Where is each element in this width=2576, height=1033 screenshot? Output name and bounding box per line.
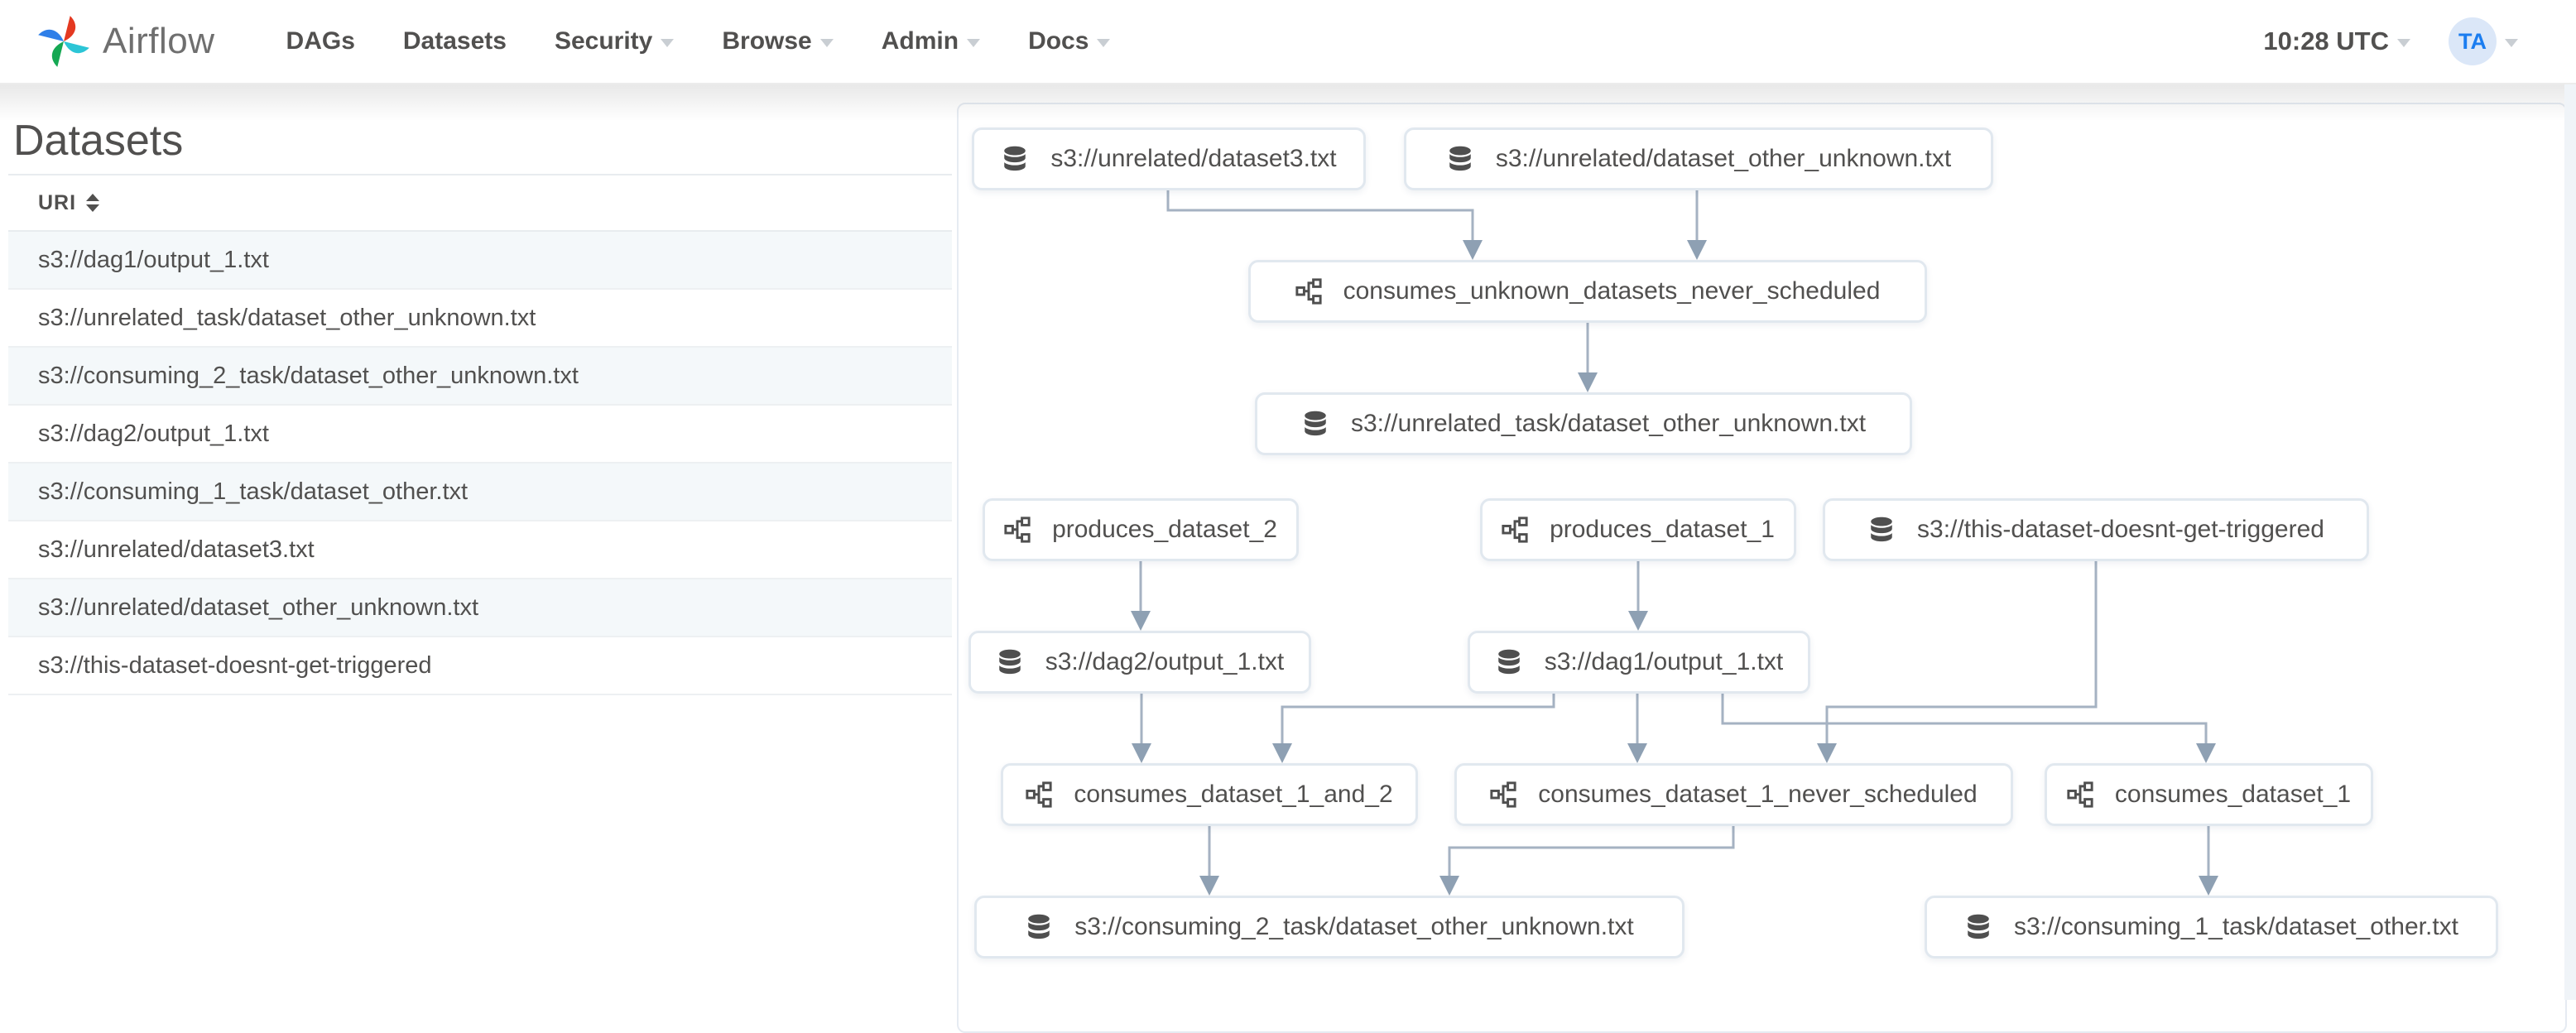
graph-node-label: consumes_dataset_1 <box>2114 781 2352 808</box>
nav-item-admin[interactable]: Admin <box>882 27 981 55</box>
table-row[interactable]: s3://dag2/output_1.txt <box>8 406 952 464</box>
nav-item-datasets[interactable]: Datasets <box>402 27 507 55</box>
database-icon <box>998 649 1021 675</box>
airflow-logo-icon <box>38 16 89 67</box>
graph-node-dag2_output[interactable]: s3://dag2/output_1.txt <box>968 631 1311 694</box>
graph-edges <box>1131 190 2218 896</box>
dag-icon <box>1004 516 1031 543</box>
uri-cell: s3://consuming_2_task/dataset_other_unkn… <box>38 362 579 389</box>
graph-node-consumes_dataset_1[interactable]: consumes_dataset_1 <box>2045 763 2373 826</box>
graph-node-label: s3://dag1/output_1.txt <box>1544 648 1784 675</box>
graph-node-label: s3://this-dataset-doesnt-get-triggered <box>1917 516 2324 543</box>
nav-item-dags[interactable]: DAGs <box>286 27 355 55</box>
graph-node-produces_dataset_1[interactable]: produces_dataset_1 <box>1480 498 1796 561</box>
graph-node-label: s3://consuming_1_task/dataset_other.txt <box>2014 913 2458 940</box>
clock-label: 10:28 UTC <box>2263 26 2389 55</box>
datasets-graph-card: s3://unrelated/dataset3.txt s3://unrelat… <box>957 103 2567 1033</box>
chevron-down-icon <box>2397 39 2410 47</box>
database-icon <box>1871 516 1892 542</box>
page-title: Datasets <box>13 117 184 165</box>
graph-node-consumes_dataset_1_and_2[interactable]: consumes_dataset_1_and_2 <box>1001 763 1418 826</box>
database-icon <box>1028 914 1050 939</box>
graph-node-label: produces_dataset_1 <box>1550 516 1775 543</box>
table-row[interactable]: s3://this-dataset-doesnt-get-triggered <box>8 637 952 695</box>
avatar[interactable]: TA <box>2449 17 2497 65</box>
database-icon <box>1497 649 1520 675</box>
graph-node-label: consumes_dataset_1_and_2 <box>1074 781 1393 808</box>
dag-icon <box>1502 516 1528 543</box>
scrollbar-track[interactable] <box>2564 83 2576 1000</box>
chevron-down-icon[interactable] <box>2505 39 2518 47</box>
chevron-down-icon <box>967 39 981 47</box>
nav-item-browse[interactable]: Browse <box>722 27 834 55</box>
table-body: s3://dag1/output_1.txt s3://unrelated_tas… <box>8 232 952 695</box>
table-row[interactable]: s3://unrelated/dataset3.txt <box>8 521 952 579</box>
nav-item-docs[interactable]: Docs <box>1028 27 1111 55</box>
table-row[interactable]: s3://unrelated_task/dataset_other_unknow… <box>8 290 952 348</box>
graph-node-unrelated_dataset3[interactable]: s3://unrelated/dataset3.txt <box>972 127 1366 190</box>
nav-menu: DAGs Datasets Security Browse Admin Docs <box>286 27 1159 55</box>
uri-cell: s3://unrelated/dataset3.txt <box>38 536 315 563</box>
uri-cell: s3://dag1/output_1.txt <box>38 246 269 273</box>
graph-edge-dag1_output-to-consumes_dataset_1_and_2 <box>1272 694 1555 763</box>
table-row[interactable]: s3://consuming_1_task/dataset_other.txt <box>8 464 952 521</box>
uri-cell: s3://this-dataset-doesnt-get-triggered <box>38 651 432 679</box>
database-icon <box>1449 146 1471 171</box>
graph-node-label: s3://consuming_2_task/dataset_other_unkn… <box>1074 913 1634 940</box>
dag-icon <box>1295 278 1322 305</box>
avatar-initials: TA <box>2458 28 2487 54</box>
chevron-down-icon <box>819 39 834 47</box>
table-row[interactable]: s3://unrelated/dataset_other_unknown.txt <box>8 579 952 637</box>
nav-item-security[interactable]: Security <box>555 27 675 55</box>
airflow-brand[interactable]: Airflow <box>35 12 215 70</box>
graph-edge-consumes_dataset_1_never_scheduled-to-consuming_2_task_dataset_other_unknown <box>1439 826 1735 896</box>
datasets-table: URI s3://dag1/output_1.txt s3://unrelated… <box>8 174 952 695</box>
chevron-down-icon <box>661 39 675 47</box>
graph-node-label: consumes_unknown_datasets_never_schedule… <box>1343 277 1881 305</box>
uri-cell: s3://dag2/output_1.txt <box>38 420 269 447</box>
graph-node-this_dataset_doesnt_get_triggered[interactable]: s3://this-dataset-doesnt-get-triggered <box>1823 498 2369 561</box>
graph-node-label: s3://unrelated/dataset_other_unknown.txt <box>1495 145 1952 172</box>
uri-cell: s3://consuming_1_task/dataset_other.txt <box>38 478 469 505</box>
graph-node-unrelated_task_dataset_other_unknown[interactable]: s3://unrelated_task/dataset_other_unknow… <box>1255 392 1912 455</box>
database-icon <box>1305 411 1326 436</box>
chevron-down-icon <box>1097 39 1111 47</box>
graph-node-consumes_dataset_1_never_scheduled[interactable]: consumes_dataset_1_never_scheduled <box>1454 763 2013 826</box>
table-row[interactable]: s3://consuming_2_task/dataset_other_unkn… <box>8 348 952 406</box>
database-icon <box>1004 146 1026 171</box>
graph-edge-dag1_output-to-consumes_dataset_1 <box>1721 694 2216 763</box>
uri-column-header[interactable]: URI <box>38 191 100 215</box>
database-icon <box>1968 914 1989 939</box>
graph-edge-unrelated_dataset3-to-consumes_unknown_datasets_never_scheduled <box>1166 190 1483 260</box>
dag-icon <box>1026 781 1052 808</box>
uri-cell: s3://unrelated/dataset_other_unknown.txt <box>38 593 479 621</box>
graph-node-produces_dataset_2[interactable]: produces_dataset_2 <box>983 498 1299 561</box>
graph-node-consuming_2_task_dataset_other_unknown[interactable]: s3://consuming_2_task/dataset_other_unkn… <box>974 896 1684 959</box>
uri-cell: s3://unrelated_task/dataset_other_unknow… <box>38 304 536 331</box>
graph-node-label: s3://unrelated/dataset3.txt <box>1050 145 1337 172</box>
sort-icon <box>86 194 100 212</box>
brand-wordmark: Airflow <box>103 21 215 61</box>
clock-dropdown[interactable]: 10:28 UTC <box>2263 26 2410 56</box>
dag-icon <box>2067 781 2093 808</box>
navbar-right: 10:28 UTC TA <box>2263 17 2518 65</box>
graph-edge-this_dataset_doesnt_get_triggered-to-consumes_dataset_1_never_scheduled <box>1817 561 2098 763</box>
graph-node-label: s3://unrelated_task/dataset_other_unknow… <box>1350 410 1867 437</box>
graph-node-consuming_1_task_dataset_other[interactable]: s3://consuming_1_task/dataset_other.txt <box>1925 896 2498 959</box>
table-header-row: URI <box>8 175 952 232</box>
navbar: Airflow DAGs Datasets Security Browse Ad… <box>0 0 2576 84</box>
dag-icon <box>1490 781 1516 808</box>
graph-node-consumes_unknown_datasets_never_scheduled[interactable]: consumes_unknown_datasets_never_schedule… <box>1248 260 1927 323</box>
table-row[interactable]: s3://dag1/output_1.txt <box>8 232 952 290</box>
graph-node-label: produces_dataset_2 <box>1052 516 1277 543</box>
graph-node-dag1_output[interactable]: s3://dag1/output_1.txt <box>1468 631 1810 694</box>
graph-node-label: s3://dag2/output_1.txt <box>1045 648 1285 675</box>
graph-node-label: consumes_dataset_1_never_scheduled <box>1538 781 1978 808</box>
graph-node-unrelated_dataset_other_unknown[interactable]: s3://unrelated/dataset_other_unknown.txt <box>1404 127 1993 190</box>
